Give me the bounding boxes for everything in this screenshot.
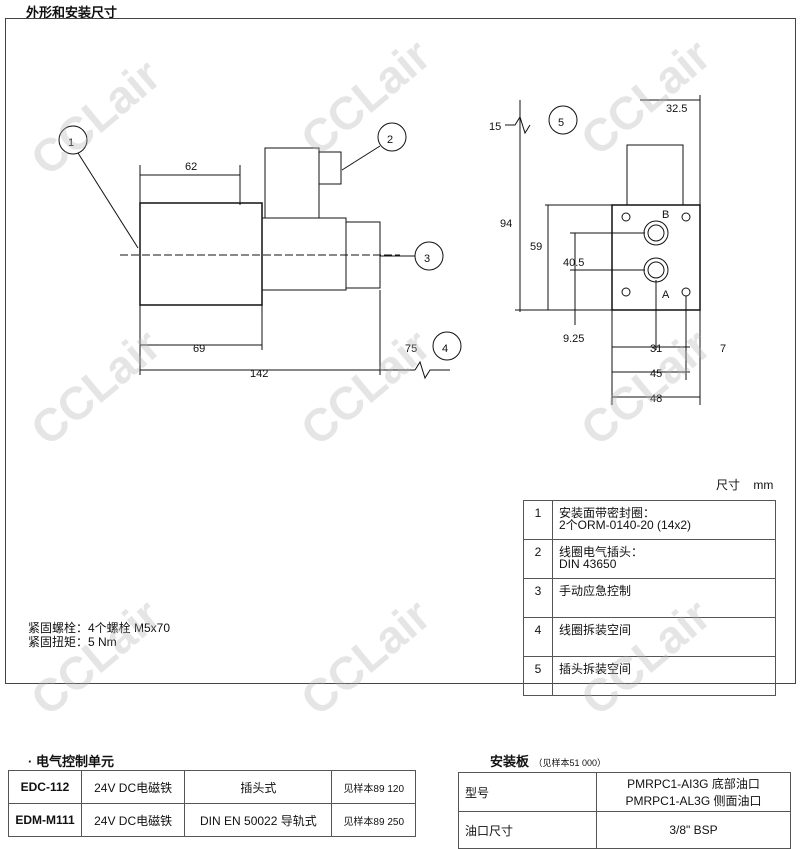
svg-text:3: 3 [424, 253, 430, 265]
svg-text:142: 142 [250, 368, 268, 380]
svg-text:31: 31 [650, 343, 662, 355]
coil-body [139, 202, 263, 306]
svg-text:9.25: 9.25 [563, 333, 584, 345]
svg-text:40.5: 40.5 [563, 257, 584, 269]
svg-text:15: 15 [489, 121, 501, 133]
svg-text:69: 69 [193, 343, 205, 355]
valve-body [261, 217, 347, 291]
svg-text:32.5: 32.5 [666, 103, 687, 115]
section-title: 外形和安装尺寸 [26, 5, 118, 20]
svg-text:B: B [662, 209, 669, 221]
svg-text:94: 94 [500, 218, 512, 230]
note: 紧固螺栓：4个螺栓 M5x70 [28, 621, 171, 635]
plate-heading: 安装板 （见样本51 000） [490, 754, 606, 769]
svg-text:75: 75 [405, 343, 417, 355]
svg-text:59: 59 [530, 241, 542, 253]
connector-plug [264, 147, 320, 219]
svg-text:2: 2 [387, 134, 393, 146]
note: 紧固扭矩：5 Nm [28, 635, 117, 649]
electrical-title: · 电气控制单元 [28, 754, 114, 769]
unit-label: 尺寸 mm [716, 478, 774, 492]
svg-text:5: 5 [558, 117, 564, 129]
svg-text:48: 48 [650, 393, 662, 405]
svg-text:4: 4 [442, 343, 448, 355]
svg-text:45: 45 [650, 368, 662, 380]
fastening-notes: 紧固螺栓：4个螺栓 M5x70 紧固扭矩：5 Nm [28, 621, 170, 649]
svg-text:62: 62 [185, 161, 197, 173]
svg-text:1: 1 [68, 137, 74, 149]
svg-text:A: A [662, 289, 670, 301]
drawing-frame [5, 18, 796, 684]
svg-text:7: 7 [720, 343, 726, 355]
connector-cap [318, 151, 342, 185]
front-coil [626, 144, 684, 206]
